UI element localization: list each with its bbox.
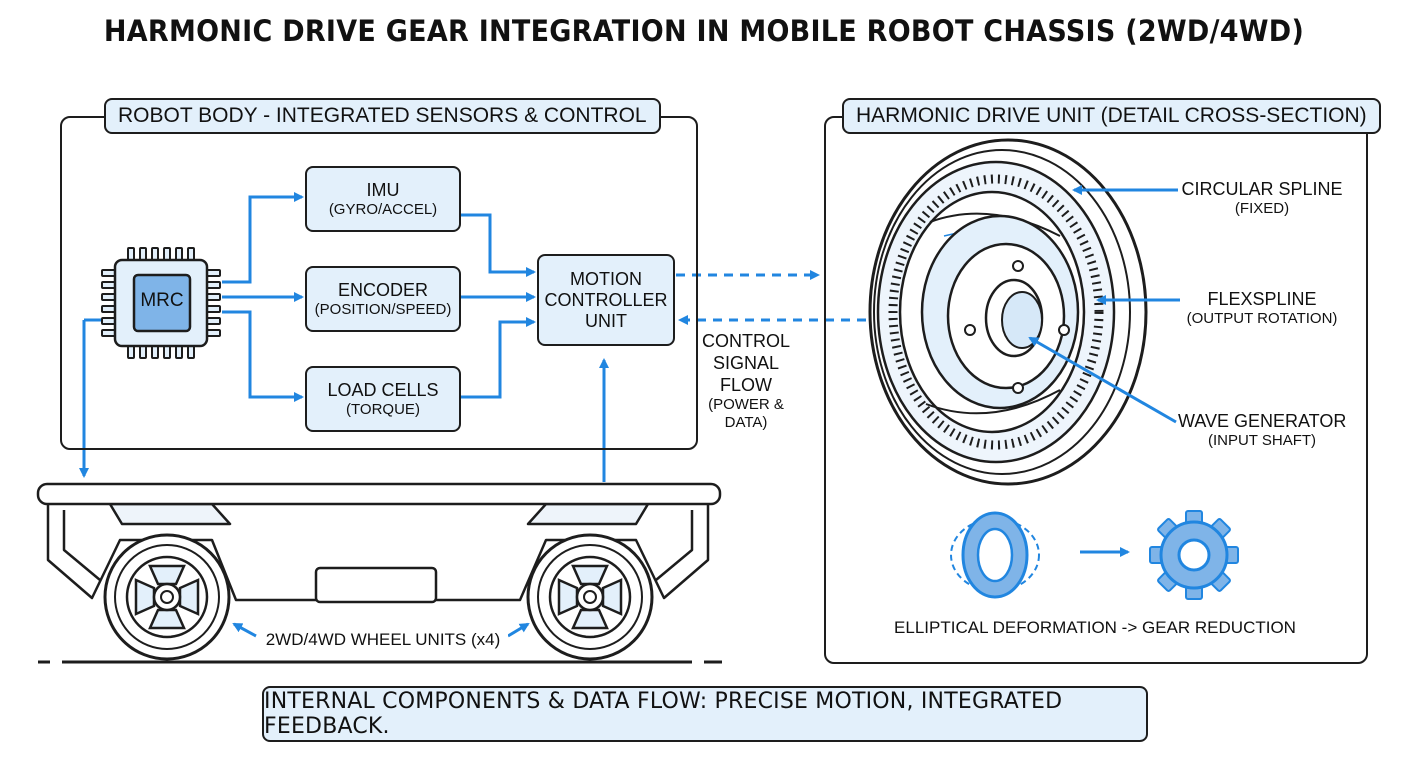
load-cells-title: LOAD CELLS bbox=[327, 379, 439, 400]
imu-subtitle: (GYRO/ACCEL) bbox=[328, 200, 438, 218]
flexspline-note: (OUTPUT ROTATION) bbox=[1186, 310, 1338, 327]
circular-spline-name: CIRCULAR SPLINE bbox=[1181, 179, 1343, 199]
robot-body-panel-tag: ROBOT BODY - INTEGRATED SENSORS & CONTRO… bbox=[104, 98, 661, 134]
load-cells-subtitle: (TORQUE) bbox=[346, 400, 420, 418]
motion-controller-line2: CONTROLLER bbox=[544, 289, 668, 310]
harmonic-drive-panel-tag: HARMONIC DRIVE UNIT (DETAIL CROSS-SECTIO… bbox=[842, 98, 1381, 134]
motion-controller-box: MOTION CONTROLLER UNIT bbox=[537, 254, 675, 346]
wave-generator-label: WAVE GENERATOR (INPUT SHAFT) bbox=[1178, 410, 1346, 450]
wheel-units-label: 2WD/4WD WHEEL UNITS (x4) bbox=[258, 630, 508, 650]
wave-generator-note: (INPUT SHAFT) bbox=[1207, 432, 1317, 449]
motion-controller-line1: MOTION bbox=[570, 268, 642, 289]
callout-arrows bbox=[1028, 185, 1180, 424]
wheel-label-pointers bbox=[232, 622, 530, 638]
mrc-chip bbox=[101, 247, 221, 359]
wheel-right bbox=[526, 533, 654, 661]
mrc-chip-label: MRC bbox=[140, 290, 184, 311]
wheel-left bbox=[103, 533, 231, 661]
control-signal-line3: FLOW bbox=[720, 375, 772, 395]
flexspline-label: FLEXSPLINE (OUTPUT ROTATION) bbox=[1182, 288, 1342, 328]
signal-connectors bbox=[79, 192, 609, 482]
circular-spline-label: CIRCULAR SPLINE (FIXED) bbox=[1180, 178, 1344, 218]
motion-controller-line3: UNIT bbox=[585, 310, 627, 331]
encoder-box: ENCODER (POSITION/SPEED) bbox=[305, 266, 461, 332]
control-signal-lines bbox=[676, 270, 866, 325]
load-cells-box: LOAD CELLS (TORQUE) bbox=[305, 366, 461, 432]
robot-chassis bbox=[36, 482, 722, 604]
gear-icon bbox=[1149, 510, 1239, 600]
flexspline-name: FLEXSPLINE bbox=[1207, 289, 1317, 309]
circular-spline-note: (FIXED) bbox=[1234, 200, 1290, 217]
control-signal-line1: CONTROL bbox=[701, 331, 790, 351]
deformation-caption: ELLIPTICAL DEFORMATION -> GEAR REDUCTION bbox=[894, 618, 1296, 637]
control-signal-line5: DATA) bbox=[724, 414, 768, 431]
encoder-title: ENCODER bbox=[337, 279, 428, 300]
encoder-subtitle: (POSITION/SPEED) bbox=[314, 300, 452, 318]
footer-banner: INTERNAL COMPONENTS & DATA FLOW: PRECISE… bbox=[262, 686, 1148, 742]
imu-box: IMU (GYRO/ACCEL) bbox=[305, 166, 461, 232]
imu-title: IMU bbox=[366, 179, 400, 200]
harmonic-drive-illustration bbox=[868, 138, 1148, 486]
control-signal-line4: (POWER & bbox=[708, 396, 784, 413]
elliptical-deformation-icon bbox=[950, 511, 1040, 599]
control-signal-label: CONTROL SIGNAL FLOW (POWER & DATA) bbox=[690, 330, 802, 432]
page-title: HARMONIC DRIVE GEAR INTEGRATION IN MOBIL… bbox=[103, 14, 1305, 48]
control-signal-line2: SIGNAL bbox=[712, 353, 780, 373]
wave-generator-name: WAVE GENERATOR bbox=[1178, 411, 1347, 431]
